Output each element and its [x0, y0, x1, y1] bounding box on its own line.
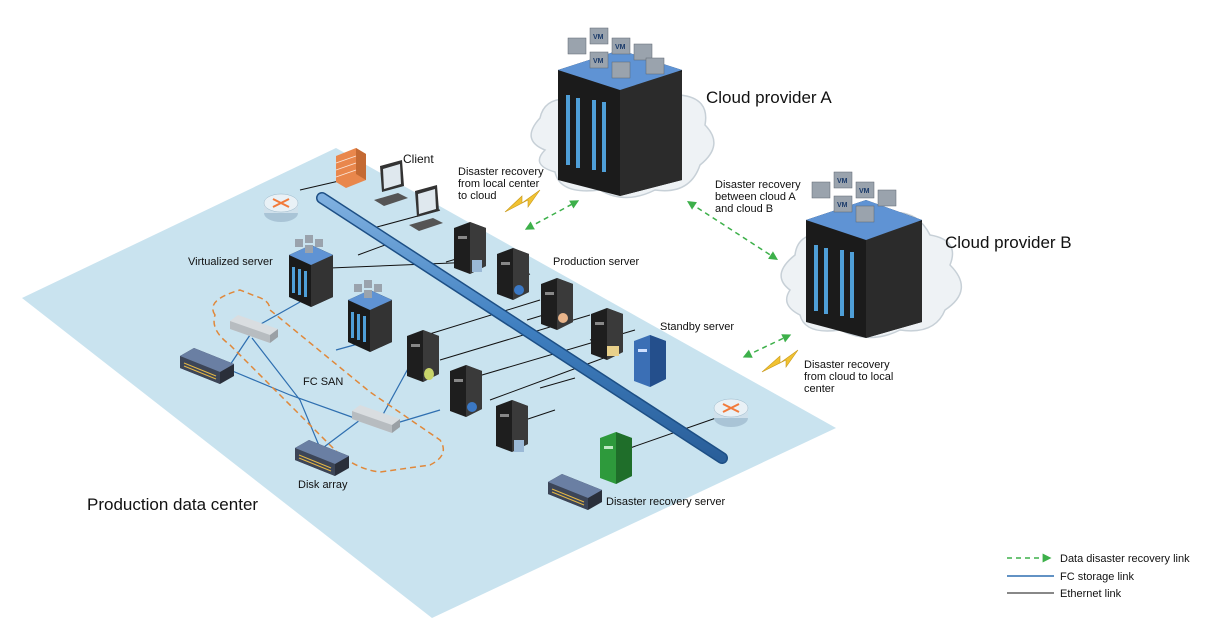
- vm-badge-text: VM: [837, 178, 848, 185]
- dr-link: [524, 200, 580, 230]
- client-pc-icon: [409, 185, 443, 231]
- cloud-provider-b-label: Cloud provider B: [945, 233, 1072, 252]
- tower-server-icon: [454, 222, 486, 274]
- rack-server-icon: [348, 280, 392, 352]
- fc-san-boundary: [212, 289, 445, 473]
- disk-array-icon: [180, 348, 234, 384]
- lightning-icon: [504, 189, 541, 213]
- vm-badge-icon: [567, 27, 665, 79]
- fc-link: [229, 369, 361, 421]
- dr-cloud-to-local-label: Disaster recovery from cloud to local ce…: [804, 359, 894, 395]
- dr-local-to-cloud-label: Disaster recovery from local center to c…: [458, 166, 544, 202]
- vm-badge-text: VM: [593, 58, 604, 65]
- ethernet-link: [539, 377, 576, 389]
- lightning-icon: [761, 349, 799, 373]
- cloud-provider-a-icon: [530, 27, 715, 199]
- disaster-recovery-server-label: Disaster recovery server: [606, 496, 726, 508]
- fc-link: [379, 364, 411, 421]
- vm-badge-text: VM: [837, 202, 848, 209]
- legend-fc-label: FC storage link: [1060, 571, 1134, 583]
- tower-server-icon: [591, 308, 623, 360]
- ethernet-link: [329, 261, 477, 269]
- firewall-icon: [335, 148, 366, 188]
- vm-badge-text: VM: [859, 188, 870, 195]
- fc-switch-icon: [230, 315, 278, 343]
- vm-badge-icon: [811, 171, 897, 223]
- tower-server-icon: [497, 248, 529, 300]
- cloud-provider-b-icon: [780, 171, 962, 339]
- standby-server-icon: [634, 335, 666, 387]
- standby-server-label: Standby server: [660, 321, 734, 333]
- ethernet-link: [357, 244, 386, 256]
- production-data-center-label: Production data center: [87, 495, 259, 514]
- vm-badge-text: VM: [615, 44, 626, 51]
- tower-server-icon: [541, 278, 573, 330]
- tower-server-icon: [407, 330, 439, 382]
- dr-links: [524, 200, 792, 358]
- rack-server-icon: [289, 235, 333, 307]
- dr-link: [742, 334, 792, 358]
- dr-between-clouds-label: Disaster recovery between cloud A and cl…: [715, 179, 801, 215]
- fc-switch-icon: [352, 405, 400, 433]
- tower-server-icon: [450, 365, 482, 417]
- dr-link: [686, 201, 779, 260]
- disk-array-icon: [295, 440, 349, 476]
- production-platform: [22, 148, 836, 618]
- ethernet-link: [489, 351, 621, 401]
- client-pc-icon: [374, 160, 408, 206]
- cloud-provider-a-label: Cloud provider A: [706, 88, 832, 107]
- tower-server-icon: [496, 400, 528, 452]
- fc-link: [251, 337, 321, 449]
- fc-san-label: FC SAN: [303, 376, 344, 388]
- backbone-pipe: [316, 192, 728, 464]
- fc-link: [229, 334, 251, 366]
- virtualized-server-label: Virtualized server: [188, 256, 273, 268]
- legend: [1007, 553, 1054, 594]
- fc-link: [319, 419, 361, 451]
- vm-badge-text: VM: [593, 34, 604, 41]
- client-label: Client: [403, 152, 434, 166]
- disk-array-label: Disk array: [298, 479, 348, 491]
- router-icon: [263, 193, 299, 222]
- production-server-label: Production server: [553, 256, 640, 268]
- router-icon: [713, 398, 749, 427]
- disaster-recovery-server-icon: [600, 432, 632, 484]
- legend-dr-label: Data disaster recovery link: [1060, 553, 1190, 565]
- disk-array-icon: [548, 474, 602, 510]
- legend-ethernet-label: Ethernet link: [1060, 588, 1122, 600]
